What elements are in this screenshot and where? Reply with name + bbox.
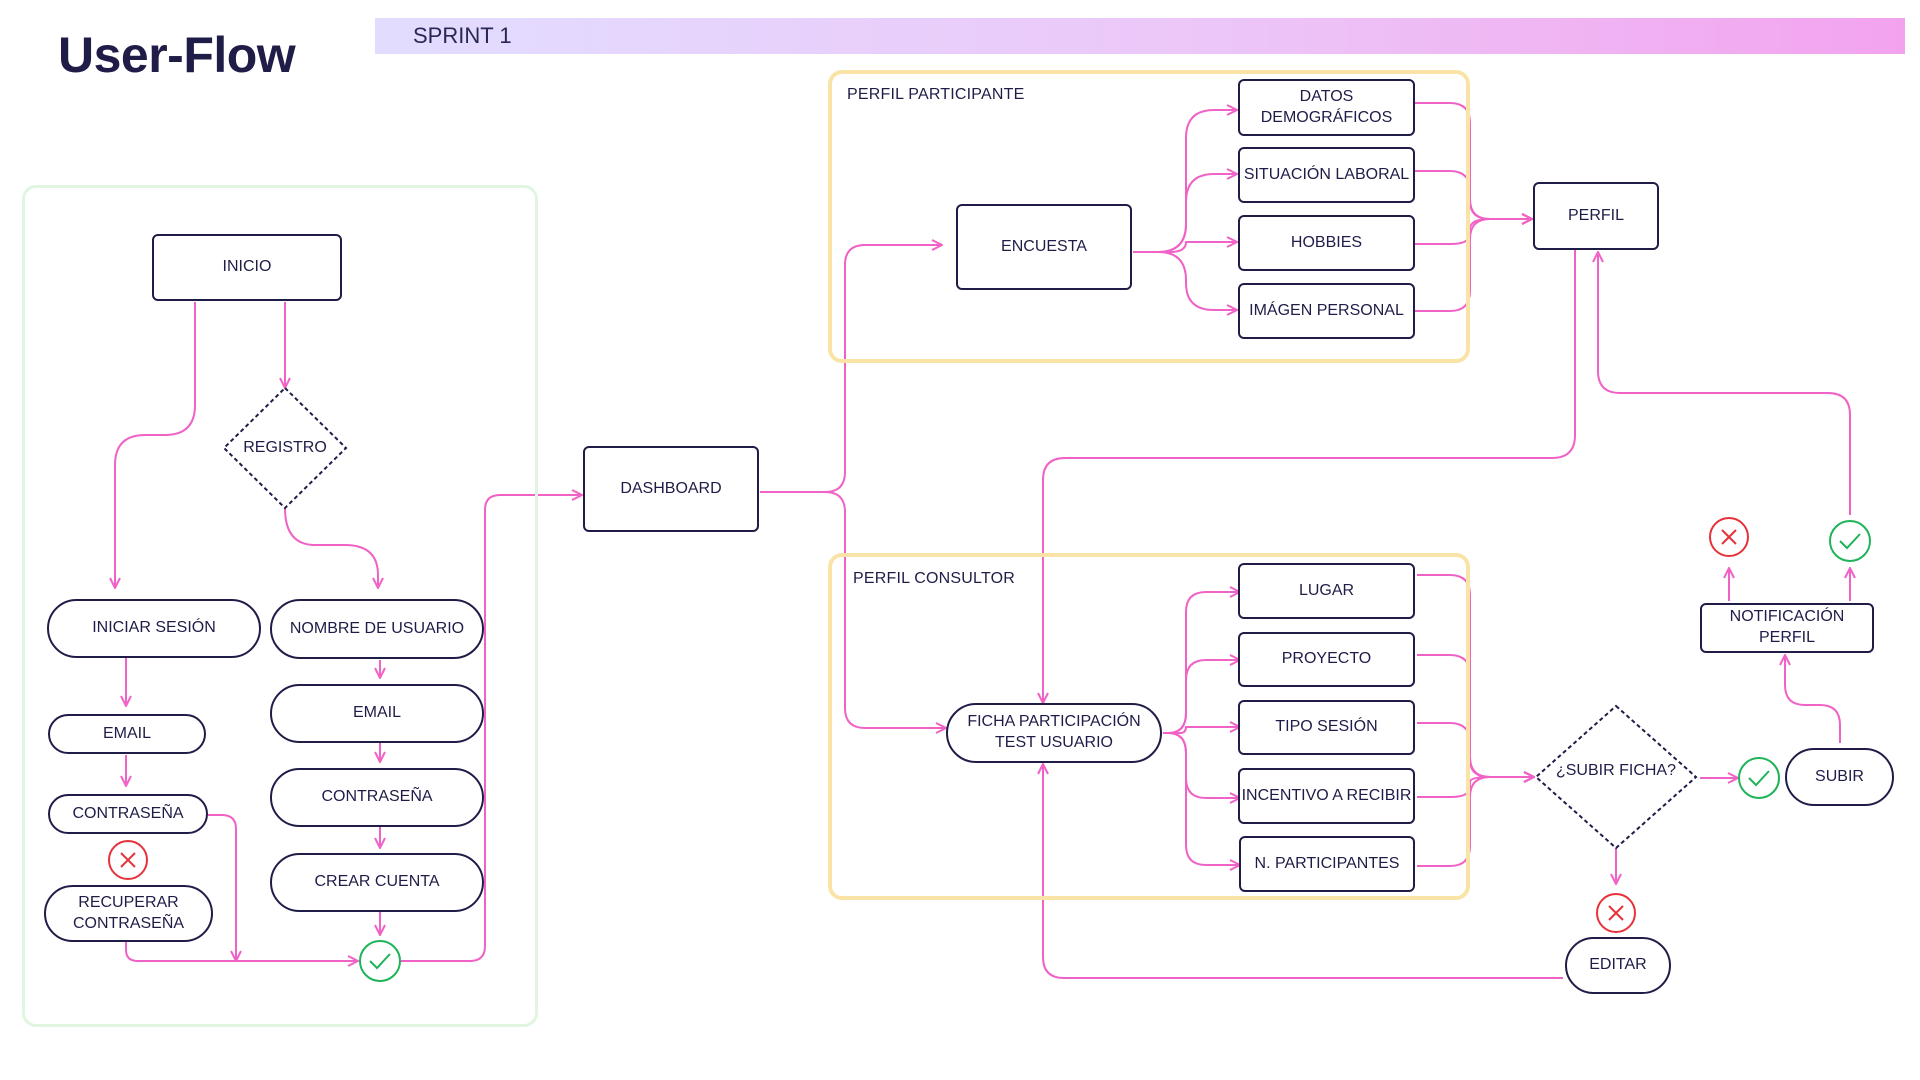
- subir-ficha-diamond: [1534, 704, 1698, 850]
- incentivo-node[interactable]: INCENTIVO A RECIBIR: [1238, 768, 1415, 824]
- email-login-node[interactable]: EMAIL: [48, 714, 206, 754]
- perfil-participante-group: [828, 70, 1470, 363]
- error-icon: [108, 840, 148, 880]
- email-registro-node[interactable]: EMAIL: [270, 684, 484, 743]
- connector-dashboard-encuesta: [760, 245, 942, 493]
- connector-ficha-tipo: [1163, 727, 1240, 734]
- imagen-personal-node[interactable]: IMÁGEN PERSONAL: [1238, 283, 1415, 339]
- lugar-node[interactable]: LUGAR: [1238, 563, 1415, 619]
- connector-encuesta-imagen: [1133, 251, 1237, 310]
- connector-ficha-proyecto: [1163, 660, 1240, 734]
- connector-dashboard-ficha: [760, 491, 946, 728]
- iniciar-sesion-node[interactable]: INICIAR SESIÓN: [47, 599, 261, 658]
- dashboard-node[interactable]: DASHBOARD: [583, 446, 759, 532]
- connector-subir-notificacion: [1785, 655, 1841, 743]
- proyecto-node[interactable]: PROYECTO: [1238, 632, 1415, 687]
- page-title: User-Flow: [58, 27, 296, 83]
- perfil-participante-label: PERFIL PARTICIPANTE: [847, 86, 1025, 103]
- situacion-laboral-node[interactable]: SITUACIÓN LABORAL: [1238, 147, 1415, 203]
- error-icon: [1709, 517, 1749, 557]
- n-participantes-node[interactable]: N. PARTICIPANTES: [1239, 836, 1415, 892]
- inicio-node[interactable]: INICIO: [152, 234, 342, 301]
- perfil-consultor-label: PERFIL CONSULTOR: [853, 570, 1016, 587]
- connector-tipo-decision: [1417, 722, 1534, 777]
- connector-participantes-decision: [1417, 777, 1534, 867]
- error-icon: [1596, 893, 1636, 933]
- connector-contrasena-cierre: [208, 814, 236, 961]
- connector-situacion-perfil: [1415, 170, 1532, 219]
- encuesta-node[interactable]: ENCUESTA: [956, 204, 1132, 290]
- contrasena-registro-node[interactable]: CONTRASEÑA: [270, 768, 484, 827]
- hobbies-node[interactable]: HOBBIES: [1238, 215, 1415, 271]
- datos-demograficos-node[interactable]: DATOS DEMOGRÁFICOS: [1238, 79, 1415, 136]
- connector-ok-perfil: [1598, 252, 1851, 515]
- notificacion-perfil-node[interactable]: NOTIFICACIÓN PERFIL: [1700, 603, 1874, 653]
- connector-recuperar-ok: [125, 940, 358, 961]
- perfil-node[interactable]: PERFIL: [1533, 182, 1659, 250]
- contrasena-login-node[interactable]: CONTRASEÑA: [48, 794, 208, 834]
- connector-encuesta-hobbies: [1133, 242, 1237, 253]
- connector-perfil-ficha: [1043, 250, 1576, 703]
- editar-node[interactable]: EDITAR: [1565, 937, 1671, 994]
- crear-cuenta-node[interactable]: CREAR CUENTA: [270, 853, 484, 912]
- sprint-banner: SPRINT 1: [375, 18, 1905, 54]
- ficha-participacion-node[interactable]: FICHA PARTICIPACIÓN TEST USUARIO: [946, 703, 1162, 763]
- registro-diamond: [222, 386, 348, 510]
- check-icon: [359, 940, 401, 982]
- connector-registro-nombre: [284, 507, 378, 588]
- nombre-usuario-node[interactable]: NOMBRE DE USUARIO: [270, 599, 484, 659]
- tipo-sesion-node[interactable]: TIPO SESIÓN: [1238, 700, 1415, 755]
- subir-node[interactable]: SUBIR: [1785, 748, 1894, 806]
- connector-inicio-iniciar-sesion: [115, 302, 196, 588]
- recuperar-contrasena-node[interactable]: RECUPERAR CONTRASEÑA: [44, 885, 213, 942]
- check-icon: [1738, 757, 1780, 799]
- connector-editar-ficha: [1043, 764, 1563, 979]
- registro-decision[interactable]: REGISTRO: [243, 439, 327, 456]
- check-icon: [1829, 520, 1871, 562]
- connector-imagen-perfil: [1415, 219, 1532, 312]
- connector-encuesta-situacion: [1133, 174, 1237, 253]
- subir-ficha-decision[interactable]: ¿SUBIR FICHA?: [1555, 762, 1676, 779]
- auth-group: [22, 185, 538, 1027]
- connector-ok-dashboard: [400, 495, 582, 962]
- connector-ficha-participantes: [1163, 732, 1240, 865]
- perfil-consultor-group: [828, 553, 1470, 900]
